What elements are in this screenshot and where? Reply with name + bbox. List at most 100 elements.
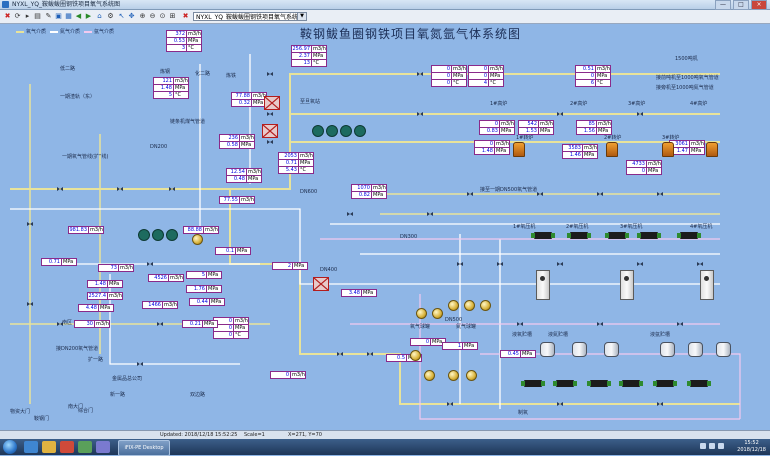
pump[interactable] (687, 380, 711, 387)
sphere-tank[interactable] (424, 370, 435, 381)
pump[interactable] (521, 380, 545, 387)
back-icon[interactable]: ◀ (75, 12, 82, 20)
pencil-icon[interactable]: ✎ (45, 12, 52, 20)
storage-vessel[interactable] (660, 342, 675, 357)
valve-icon[interactable] (169, 187, 175, 191)
blast-furnace-icon[interactable] (606, 142, 618, 157)
valve-icon[interactable] (457, 262, 463, 266)
blast-furnace-icon[interactable] (513, 142, 525, 157)
open-icon[interactable]: ▤ (34, 12, 41, 20)
valve-icon[interactable] (267, 72, 273, 76)
cold-box[interactable] (620, 270, 634, 300)
valve-icon[interactable] (347, 212, 353, 216)
storage-vessel[interactable] (540, 342, 555, 357)
shutoff-valve[interactable] (313, 277, 329, 291)
forward-icon[interactable]: ▶ (85, 12, 92, 20)
compressor-fan[interactable] (326, 125, 338, 137)
pump[interactable] (653, 380, 677, 387)
valve-icon[interactable] (597, 192, 603, 196)
zoom-out-icon[interactable]: ⊖ (149, 12, 156, 20)
media-icon[interactable] (60, 441, 74, 453)
storage-vessel[interactable] (604, 342, 619, 357)
taskbar-clock[interactable]: 15:52 2018/12/18 (737, 440, 766, 454)
refresh-icon[interactable]: ⟳ (14, 12, 21, 20)
compressor-fan[interactable] (152, 229, 164, 241)
run-icon[interactable]: ▸ (25, 12, 30, 20)
valve-icon[interactable] (557, 112, 563, 116)
compressor-fan[interactable] (340, 125, 352, 137)
valve-icon[interactable] (537, 192, 543, 196)
select-icon[interactable]: ↖ (118, 12, 125, 20)
sphere-tank[interactable] (432, 308, 443, 319)
valve-icon[interactable] (137, 362, 143, 366)
valve-icon[interactable] (637, 262, 643, 266)
tray-network-icon[interactable] (700, 443, 706, 449)
picture-path-select[interactable]: NYXL_YQ_鞍鲅鲅圈钢铁项目氧气系统图 ▼ (193, 12, 307, 21)
sphere-tank[interactable] (464, 300, 475, 311)
valve-icon[interactable] (147, 262, 153, 266)
valve-icon[interactable] (267, 112, 273, 116)
valve-icon[interactable] (27, 222, 33, 226)
valve-icon[interactable] (447, 402, 453, 406)
blast-furnace-icon[interactable] (662, 142, 674, 157)
storage-vessel[interactable] (572, 342, 587, 357)
shutoff-valve[interactable] (262, 124, 278, 138)
sphere-tank[interactable] (410, 350, 421, 361)
shutoff-valve[interactable] (264, 96, 280, 110)
valve-icon[interactable] (157, 322, 163, 326)
pan-icon[interactable]: ✥ (128, 12, 135, 20)
zoom-window-icon[interactable]: ⊞ (169, 12, 176, 20)
tray-flag-icon[interactable] (718, 443, 724, 449)
valve-icon[interactable] (27, 302, 33, 306)
zoom-in-icon[interactable]: ⊕ (139, 12, 146, 20)
valve-icon[interactable] (497, 262, 503, 266)
valve-icon[interactable] (697, 262, 703, 266)
pump[interactable] (605, 232, 629, 239)
cold-box[interactable] (536, 270, 550, 300)
pump[interactable] (637, 232, 661, 239)
storage-vessel[interactable] (688, 342, 703, 357)
tray-volume-icon[interactable] (709, 443, 715, 449)
taskbar-task-ifix[interactable]: iFIX-PE Desktop (118, 440, 170, 456)
app-icon-green[interactable] (78, 441, 92, 453)
valve-icon[interactable] (57, 322, 63, 326)
stop-icon[interactable]: ✖ (4, 12, 11, 20)
compressor-fan[interactable] (166, 229, 178, 241)
settings-icon[interactable]: ⚙ (107, 12, 114, 20)
close-button[interactable]: × (751, 0, 767, 10)
sphere-tank[interactable] (416, 308, 427, 319)
folder-icon[interactable] (42, 441, 56, 453)
valve-icon[interactable] (57, 187, 63, 191)
sphere-tank[interactable] (448, 370, 459, 381)
blast-furnace-icon[interactable] (706, 142, 718, 157)
compressor-fan[interactable] (354, 125, 366, 137)
